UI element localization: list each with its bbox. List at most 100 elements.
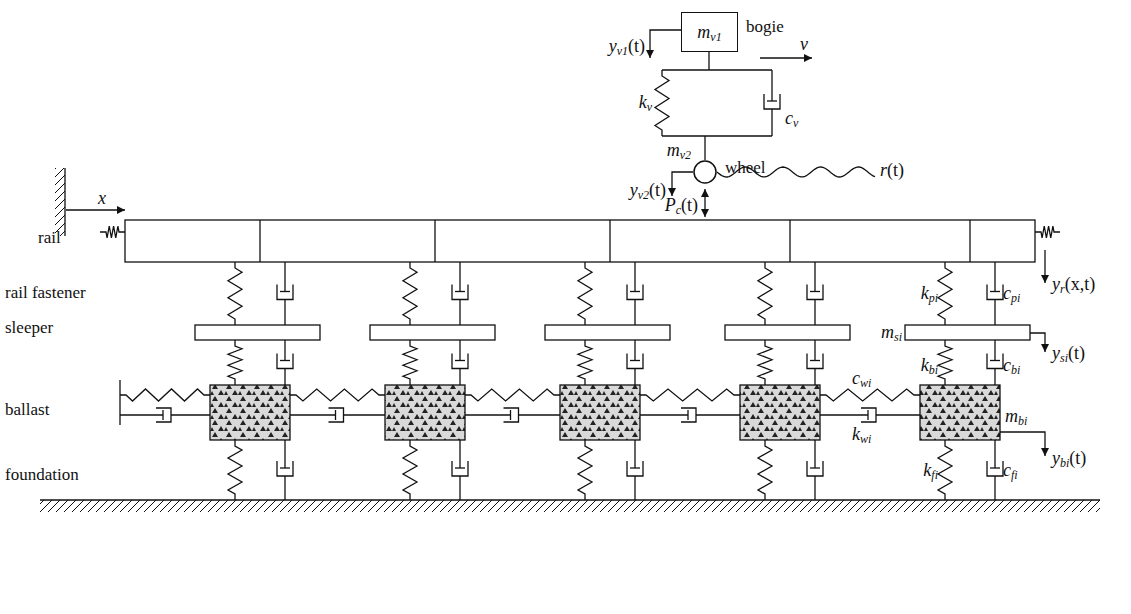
damper-symbol: [814, 262, 815, 292]
damper-symbol: [290, 414, 336, 415]
rail-tick: [609, 220, 610, 262]
wall-hatch: [55, 168, 65, 236]
spring-symbol: [640, 389, 740, 401]
damper-symbol: [810, 291, 820, 292]
sleeper-block: [195, 325, 320, 340]
damper-symbol: [634, 262, 635, 292]
part-name: ballast: [5, 400, 49, 420]
x-axis-arrow: [66, 209, 125, 210]
damper-symbol: [820, 414, 868, 415]
rail-tick: [259, 220, 260, 262]
displacement-arrow: [1000, 432, 1045, 456]
spring-symbol: [120, 389, 210, 401]
spring-symbol: [290, 389, 385, 401]
damper-symbol: [459, 340, 460, 361]
damper-symbol: [284, 340, 285, 361]
damper-symbol: [807, 285, 823, 300]
spring-symbol: [578, 340, 592, 385]
symbol-label: yv2(t): [630, 180, 666, 200]
damper-symbol: [510, 410, 511, 420]
spring-symbol: [758, 340, 772, 385]
damper-symbol: [994, 300, 995, 326]
wheel-circle: mv2wheel: [693, 160, 717, 184]
symbol-label: kv: [639, 92, 652, 112]
symbol-label: yr(x,t): [1052, 274, 1095, 294]
damper-symbol: [277, 285, 293, 300]
damper-symbol: [810, 467, 820, 468]
damper-symbol: [990, 467, 1000, 468]
damper-symbol: [814, 369, 815, 386]
spring-symbol: [228, 340, 242, 385]
damper-symbol: [344, 414, 386, 415]
damper-symbol: [994, 476, 995, 500]
sleeper-block: [905, 325, 1030, 340]
damper-symbol: [807, 354, 823, 369]
damper-symbol: [630, 291, 640, 292]
damper-symbol: [994, 440, 995, 468]
shear-support: [119, 380, 120, 425]
damper-symbol: [681, 408, 696, 422]
sleeper-block: [725, 325, 850, 340]
sleeper-block: [545, 325, 670, 340]
damper-symbol: [452, 354, 468, 369]
contact-force-arrow: [704, 189, 705, 217]
rail-tick: [969, 220, 970, 262]
damper-symbol: [634, 440, 635, 468]
damper-symbol: [994, 262, 995, 292]
damper-symbol: [459, 369, 460, 386]
damper-symbol: [162, 410, 163, 420]
symbol-label: kwi: [852, 424, 871, 444]
damper-symbol: [455, 360, 465, 361]
spring-symbol: [578, 440, 592, 500]
displacement-arrow: [1030, 333, 1045, 352]
rail-tick: [789, 220, 790, 262]
part-name: rail: [38, 228, 61, 248]
damper-symbol: [465, 414, 511, 415]
displacement-arrow: [672, 172, 693, 196]
symbol-label: msi: [881, 322, 902, 342]
ground-hatch: [40, 500, 1100, 512]
symbol-label: kbi: [921, 355, 938, 375]
rail-tick: [434, 220, 435, 262]
symbol-label: v: [800, 34, 808, 54]
damper-symbol: [519, 414, 561, 415]
spring-symbol: [403, 440, 417, 500]
damper-symbol: [156, 408, 171, 422]
damper-symbol: [687, 410, 688, 420]
ballast-block: [920, 385, 1000, 440]
damper-symbol: [994, 369, 995, 386]
damper-symbol: [452, 461, 468, 476]
suspension-bar: [662, 135, 772, 136]
damper-symbol: [634, 369, 635, 386]
damper-symbol: [335, 410, 336, 420]
damper-symbol: [987, 285, 1003, 300]
symbol-label: kfi: [923, 460, 938, 480]
symbol-label: kpi: [921, 283, 938, 303]
symbol-label: ysi(t): [1052, 343, 1085, 363]
damper-symbol: [876, 414, 920, 415]
symbol-label: cbi: [1003, 355, 1020, 375]
damper-symbol: [284, 262, 285, 292]
suspension-bar: [662, 69, 772, 70]
spring-symbol: [403, 340, 417, 385]
spring-symbol: [938, 262, 952, 325]
suspension-rod: [704, 136, 705, 160]
symbol-label: cwi: [852, 368, 871, 388]
displacement-arrow: [650, 30, 681, 58]
symbol-label: cv: [785, 108, 798, 128]
damper-symbol: [277, 461, 293, 476]
symbol-label: yv1(t): [609, 36, 645, 56]
damper-symbol: [994, 340, 995, 361]
damper-symbol: [627, 354, 643, 369]
suspension-rod: [708, 52, 709, 70]
ballast-block: [210, 385, 290, 440]
damper-symbol: [640, 414, 688, 415]
damper-symbol: [634, 476, 635, 500]
spring-symbol: [820, 389, 920, 401]
part-name: sleeper: [5, 318, 53, 338]
damper-symbol: [459, 300, 460, 326]
ground-line: [40, 499, 1100, 500]
damper-symbol: [277, 354, 293, 369]
damper-symbol: [284, 476, 285, 500]
